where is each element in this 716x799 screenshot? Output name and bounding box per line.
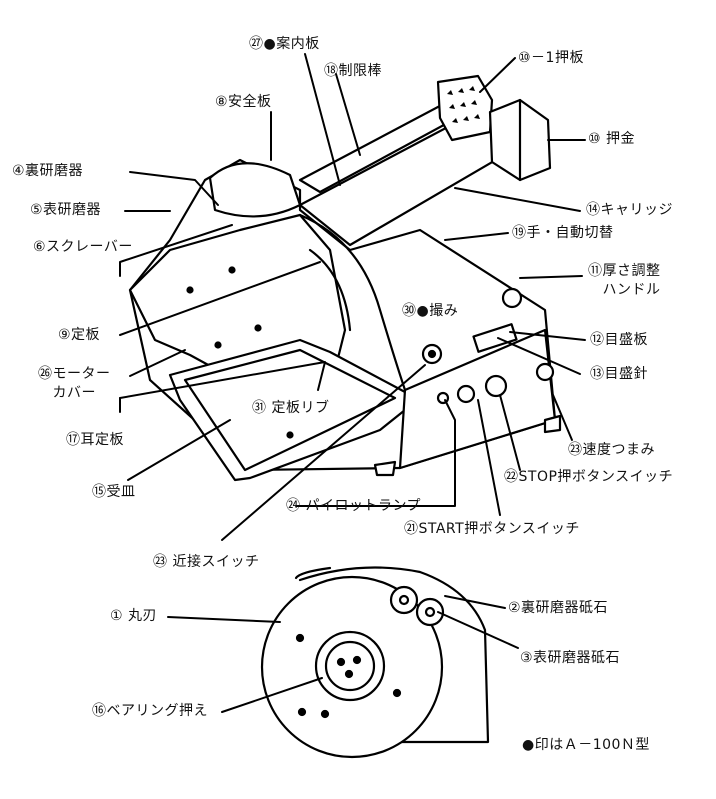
label-gauge-plate-rib: ㉛ 定板リブ	[252, 400, 330, 416]
label-front-sharpener: ⑤表研磨器	[30, 202, 102, 218]
label-proximity-switch: ㉓ 近接スイッチ	[153, 554, 260, 570]
blade-arc	[298, 213, 407, 392]
blade-guard	[298, 566, 490, 744]
label-pusher: ⑩ 押金	[588, 131, 636, 147]
leader-lines	[119, 53, 586, 713]
label-tray: ⑮受皿	[92, 484, 136, 500]
label-gauge-plate: ⑨定板	[58, 327, 101, 343]
pusher-spikes	[447, 86, 480, 123]
label-scraper: ⑥スクレーバー	[33, 239, 133, 255]
label-front-whetstone: ③表研磨器砥石	[520, 650, 621, 666]
label-round-blade: ① 丸刃	[110, 608, 158, 624]
label-carriage: ⑭キャリッジ	[586, 202, 673, 218]
label-pusher-plate: ⑩－1押板	[518, 50, 584, 66]
bearing-retainer	[314, 630, 386, 702]
label-ear-plate: ⑰耳定板	[66, 432, 124, 448]
label-start-button: ㉑START押ボタンスイッチ	[404, 521, 580, 537]
label-speed-knob: ㉓速度つまみ	[568, 442, 655, 458]
label-pilot-lamp: ㉔ パイロットランプ	[286, 498, 422, 514]
label-stop-button: ㉒STOP押ボタンスイッチ	[504, 469, 674, 485]
safety-plate	[208, 162, 302, 218]
stop-button	[484, 374, 508, 398]
label-knob: ㉚●撮み	[402, 303, 459, 319]
pusher-plate	[436, 74, 494, 142]
start-button	[456, 384, 476, 404]
label-manual-auto-switch: ⑲手・自動切替	[512, 225, 614, 241]
model-note: ●印はＡ－100Ｎ型	[522, 737, 650, 753]
slicer-machine	[128, 74, 562, 482]
label-back-sharpener: ④裏研磨器	[12, 163, 84, 179]
label-scale-needle: ⑬目盛針	[590, 366, 648, 382]
back-whetstone	[389, 585, 419, 615]
label-limit-rod: ⑱制限棒	[324, 63, 382, 79]
label-motor-cover: ㉖モーター カバー	[38, 366, 111, 401]
label-thickness-handle: ⑪厚さ調整 ハンドル	[588, 263, 661, 298]
thickness-handle	[501, 287, 523, 309]
blade-diagram	[260, 566, 490, 759]
speed-knob	[535, 362, 555, 382]
label-bearing-retainer: ⑯ベアリング押え	[92, 703, 208, 719]
front-whetstone	[415, 597, 445, 627]
label-back-whetstone: ②裏研磨器砥石	[508, 600, 609, 616]
label-guide-plate: ㉗●案内板	[249, 36, 320, 52]
label-scale-plate: ⑫目盛板	[590, 332, 648, 348]
round-blade	[260, 575, 444, 759]
label-safety-plate: ⑧安全板	[215, 94, 272, 110]
